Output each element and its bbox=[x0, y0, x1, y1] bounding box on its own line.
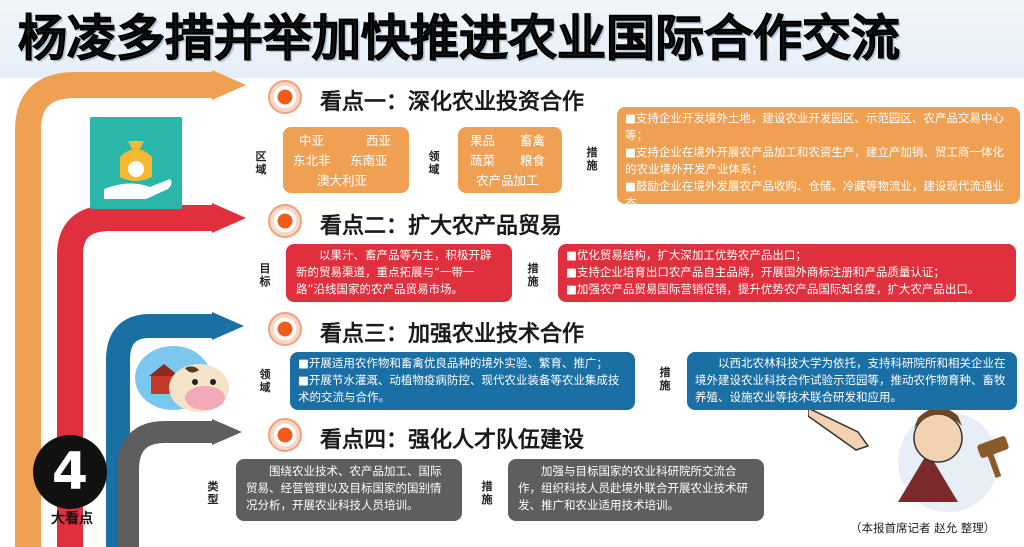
field-item: 畜禽 bbox=[520, 133, 546, 148]
field-item: 蔬菜 bbox=[470, 153, 496, 168]
field-item: 农产品加工 bbox=[476, 173, 539, 188]
orange-arrow bbox=[15, 72, 215, 547]
section3-field-box: ■开展适用农作物和畜禽优良品种的境外实验、繁育、推广； ■开展节水灌溉、动植物疫… bbox=[290, 352, 635, 410]
orange-arrowhead bbox=[212, 70, 246, 100]
section4-type-label: 类型 bbox=[207, 480, 219, 506]
measure-item: ■支持企业在境外开展农产品加工和农资生产，建立产加销、贸工商一体化的农业境外开发… bbox=[625, 145, 1004, 176]
region-item: 东北非 bbox=[293, 153, 331, 168]
grey-arrow bbox=[117, 421, 215, 547]
section1-field-label: 领域 bbox=[428, 150, 440, 176]
red-arrowhead bbox=[212, 203, 246, 233]
section3-marker-icon bbox=[268, 312, 302, 346]
section2-marker-icon bbox=[268, 204, 302, 238]
judge-character-icon bbox=[808, 407, 1009, 512]
field-item: 果品 bbox=[470, 133, 496, 148]
section1-title: 看点一：深化农业投资合作 bbox=[320, 90, 585, 115]
section1-marker-icon bbox=[268, 80, 302, 114]
badge-number: 4 bbox=[33, 435, 107, 509]
field-item: ■开展节水灌溉、动植物疫病防控、现代农业装备等农业集成技术的交流与合作。 bbox=[298, 373, 620, 404]
grey-arrowhead bbox=[212, 419, 242, 445]
region-item: 中亚 bbox=[299, 133, 325, 148]
section4-measure-box: 加强与目标国家的农业科研院所交流合作，组织科技人员赴境外联合开展农业技术研发、推… bbox=[508, 459, 764, 521]
section1-region-label: 区域 bbox=[255, 150, 267, 176]
section3-measure-label: 措施 bbox=[659, 366, 671, 392]
region-item: 西亚 bbox=[366, 133, 392, 148]
section1-measure-label: 措施 bbox=[586, 146, 598, 172]
section4-measure-label: 措施 bbox=[481, 480, 493, 506]
section1-measure-box: ■支持企业开发境外土地，建设农业开发园区、示范园区、农产品交易中心等； ■支持企… bbox=[617, 107, 1020, 210]
red-arrow bbox=[57, 205, 215, 547]
section4-title: 看点四：强化人才队伍建设 bbox=[320, 428, 585, 453]
arrows-graphic bbox=[15, 70, 246, 547]
section4-type-box: 围绕农业技术、农产品加工、国际贸易、经营管理以及目标国家的国别情况分析，开展农业… bbox=[236, 459, 462, 521]
measure-item: ■支持企业开发境外土地，建设农业开发园区、示范园区、农产品交易中心等； bbox=[625, 111, 1004, 142]
money-hand-icon bbox=[90, 117, 182, 209]
blue-arrow bbox=[106, 314, 215, 547]
region-item: 东南亚 bbox=[350, 153, 388, 168]
section2-title: 看点二：扩大农产品贸易 bbox=[320, 214, 563, 239]
section4-marker-icon bbox=[268, 418, 302, 452]
field-item: 粮食 bbox=[520, 153, 546, 168]
measure-item: ■支持企业培育出口农产品自主品牌，开展国外商标注册和产品质量认证； bbox=[566, 265, 945, 279]
section3-measure-box: 以西北农林科技大学为依托，支持科研院所和相关企业在境外建设农业科技合作试验示范园… bbox=[687, 352, 1017, 410]
measure-item: ■优化贸易结构，扩大深加工优势农产品出口； bbox=[566, 248, 807, 262]
section2-measure-label: 措施 bbox=[527, 262, 539, 288]
page-title: 杨凌多措并举加快推进农业国际合作交流 bbox=[18, 10, 901, 68]
field-item: ■开展适用农作物和畜禽优良品种的境外实验、繁育、推广； bbox=[298, 356, 608, 370]
cow-icon bbox=[133, 338, 233, 418]
credit-line: （本报首席记者 赵允 整理） bbox=[850, 521, 996, 535]
section1-region-box: 中亚 西亚 东北非 东南亚 澳大利亚 bbox=[283, 127, 409, 193]
section2-goal-box: 以果汁、畜产品等为主，积极开辟新的贸易渠道，重点拓展与“一带一路”沿线国家的农产… bbox=[286, 244, 512, 302]
section3-title: 看点三：加强农业技术合作 bbox=[320, 322, 585, 347]
section3-field-label: 领域 bbox=[259, 368, 271, 394]
section1-field-box: 果品 畜禽 蔬菜 粮食 农产品加工 bbox=[458, 127, 562, 193]
measure-item: ■鼓励企业在境外发展农产品收购、仓储、冷藏等物流业，建设现代流通业态。 bbox=[625, 179, 1004, 210]
badge-text: 大看点 bbox=[51, 511, 93, 527]
section2-goal-label: 目标 bbox=[259, 262, 271, 288]
region-item: 澳大利亚 bbox=[317, 173, 368, 188]
title-banner bbox=[0, 0, 1024, 78]
blue-arrowhead bbox=[212, 312, 244, 340]
measure-item: ■加强农产品贸易国际营销促销，提升优势农产品国际知名度，扩大农产品出口。 bbox=[566, 282, 980, 296]
section2-measure-box: ■优化贸易结构，扩大深加工优势农产品出口； ■支持企业培育出口农产品自主品牌，开… bbox=[558, 244, 1016, 302]
